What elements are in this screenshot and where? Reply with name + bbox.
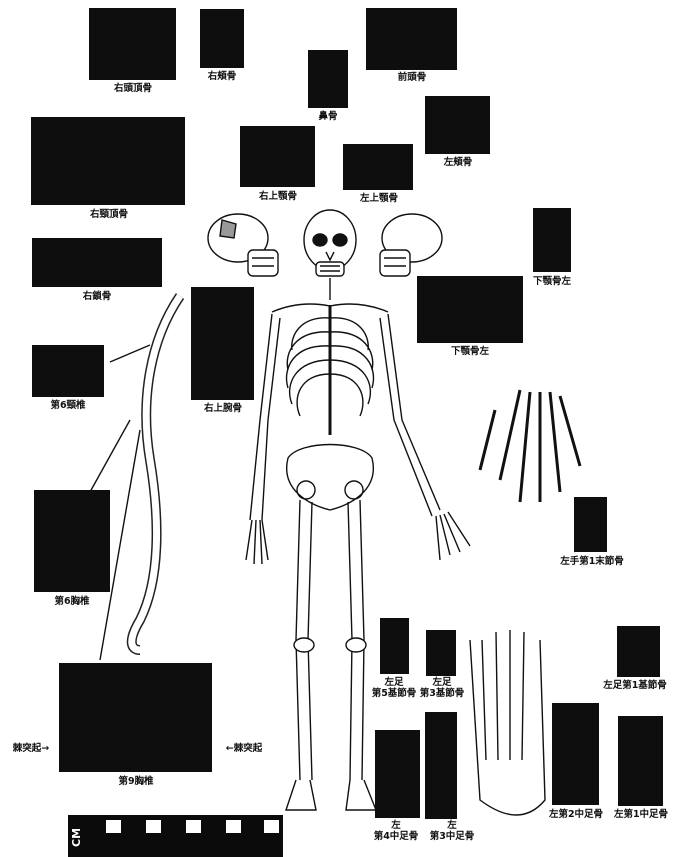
label-left-2nd-meta: 左第2中足骨 xyxy=(540,809,612,820)
label-left-hand-phalanx: 左手第1末節骨 xyxy=(554,556,630,567)
mandible-left-photo xyxy=(417,276,523,343)
label-right-maxilla: 右上顎骨 xyxy=(243,191,313,202)
label-right-parietal: 右頭頂骨 xyxy=(94,83,172,94)
left-1st-meta-photo xyxy=(618,716,663,806)
label-left-foot-3rd-prox: 左足 第3基節骨 xyxy=(412,677,472,699)
thoracic9-photo xyxy=(59,663,212,772)
label-left-maxilla: 左上顎骨 xyxy=(344,193,414,204)
mandible-left-top-photo xyxy=(533,208,571,272)
label-thoracic9: 第9胸椎 xyxy=(100,776,172,787)
right-clavicle-photo xyxy=(32,238,162,287)
label-right-humerus: 右上腕骨 xyxy=(190,403,256,414)
frontal-photo xyxy=(366,8,457,70)
label-right-zygomatic: 右頬骨 xyxy=(196,71,248,82)
left-4th-meta-photo xyxy=(375,730,420,818)
label-mandible-left: 下顎骨左 xyxy=(437,346,503,357)
right-temporal-photo xyxy=(31,117,185,205)
right-parietal-photo xyxy=(89,8,176,80)
label-frontal: 前頭骨 xyxy=(378,72,446,83)
label-left-3rd-meta: 左 第3中足骨 xyxy=(420,820,484,842)
label-left-zygomatic: 左頬骨 xyxy=(430,157,486,168)
left-maxilla-photo xyxy=(343,144,413,190)
label-nasal: 鼻骨 xyxy=(305,111,351,122)
right-maxilla-photo xyxy=(240,126,315,187)
left-zygomatic-photo xyxy=(425,96,490,154)
label-spinous-right: ←棘突起 xyxy=(214,743,274,754)
label-mandible-left-top: 下顎骨左 xyxy=(522,276,582,287)
left-2nd-meta-photo xyxy=(552,703,599,805)
label-left-foot-1st-prox: 左足第1基節骨 xyxy=(596,680,674,691)
left-foot-1st-prox-photo xyxy=(617,626,660,677)
nasal-photo xyxy=(308,50,348,108)
label-left-1st-meta: 左第1中足骨 xyxy=(608,809,674,820)
thoracic6-photo xyxy=(34,490,110,592)
left-foot-5th-prox-photo xyxy=(380,618,409,674)
left-hand-phalanx-photo xyxy=(574,497,607,552)
right-humerus-photo xyxy=(191,287,254,400)
left-3rd-meta-photo xyxy=(425,712,457,819)
label-thoracic6: 第6胸椎 xyxy=(36,596,108,607)
scale-bar: CM xyxy=(68,815,283,857)
left-foot-3rd-prox-photo xyxy=(426,630,456,676)
label-cervical6: 第6頸椎 xyxy=(34,400,102,411)
scale-unit-label: CM xyxy=(70,821,88,853)
label-spinous-left: 棘突起→ xyxy=(4,743,58,754)
label-right-clavicle: 右鎖骨 xyxy=(62,291,132,302)
label-right-temporal: 右頸頂骨 xyxy=(70,209,148,220)
cervical6-photo xyxy=(32,345,104,397)
right-zygomatic-photo xyxy=(200,9,244,68)
